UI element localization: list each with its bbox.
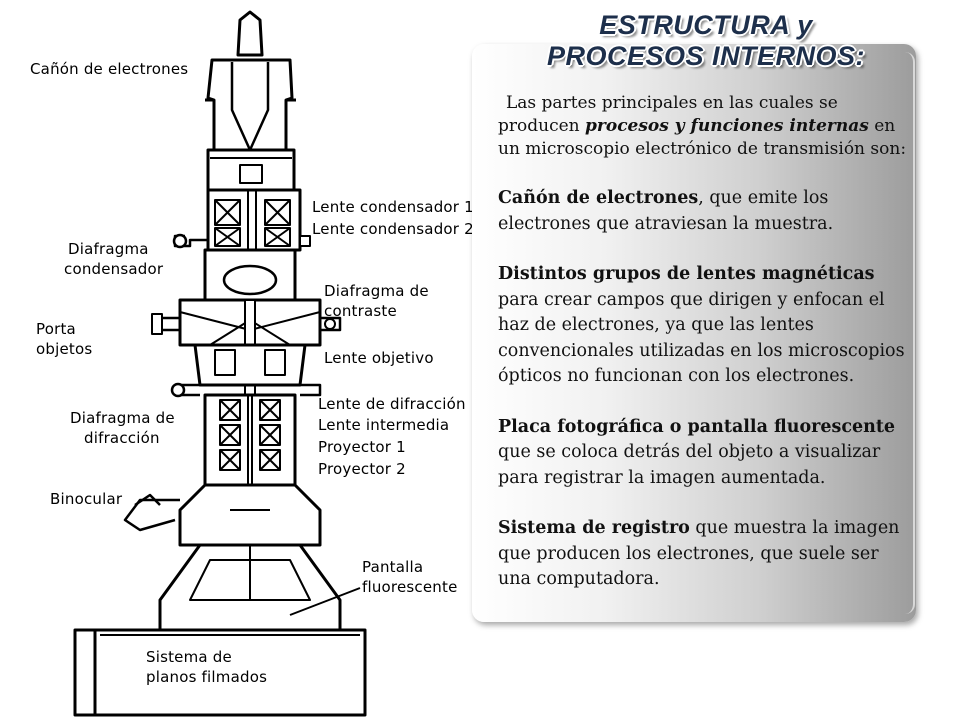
label-lente-cond-2: Lente condensador 2 — [312, 220, 474, 238]
electron-gun-tip — [236, 10, 264, 57]
label-diafragma-dif-2: difracción — [84, 429, 160, 447]
title-line-1: ESTRUCTURA y — [599, 10, 813, 40]
label-diafragma-contraste-1: Diafragma de — [324, 282, 429, 300]
label-diafragma-cond-2: condensador — [64, 260, 164, 278]
label-lente-cond-1: Lente condensador 1 — [312, 198, 474, 216]
label-diafragma-cond-1: Diafragma — [68, 240, 149, 258]
label-canon: Cañón de electrones — [30, 60, 189, 78]
label-pantalla-2: fluorescente — [362, 578, 458, 596]
label-sistema-2: planos filmados — [146, 668, 268, 686]
intro-paragraph: Las partes principales en las cuales se … — [498, 92, 910, 161]
item-term: Distintos grupos de lentes magnéticas — [498, 264, 875, 284]
item-description: , que emite los electrones que atraviesa… — [498, 188, 834, 234]
intro-part-1: Las partes principales en las cuales se … — [498, 93, 838, 136]
microscope-drawing — [73, 10, 367, 717]
viewing-chamber — [178, 483, 322, 547]
film-plane-system — [93, 628, 367, 717]
label-pantalla-1: Pantalla — [362, 558, 424, 576]
title-line-2: PROCESOS INTERNOS: — [546, 41, 866, 71]
item-description: que se coloca detrás del objeto a visual… — [498, 442, 881, 488]
text-panel — [472, 44, 916, 622]
item-sistema: Sistema de registro que muestra la image… — [498, 516, 910, 593]
label-sistema-1: Sistema de — [146, 648, 232, 666]
slide-title: ESTRUCTURA y PROCESOS INTERNOS: — [496, 10, 916, 72]
label-proyector-2: Proyector 2 — [318, 460, 406, 478]
label-porta-1: Porta — [36, 320, 76, 338]
item-description: que muestra la imagen que producen los e… — [498, 518, 900, 589]
intro-emphasis: procesos y funciones internas — [585, 116, 869, 136]
label-lente-difraccion: Lente de difracción — [318, 395, 466, 413]
electron-gun-housing — [206, 58, 294, 152]
binocular — [123, 498, 180, 532]
label-diafragma-dif-1: Diafragma de — [70, 409, 175, 427]
item-description: para crear campos que dirigen y enfocan … — [498, 289, 905, 387]
body-text: Las partes principales en las cuales se … — [498, 92, 910, 618]
label-diafragma-contraste-2: contraste — [324, 302, 397, 320]
item-term: Sistema de registro — [498, 518, 690, 538]
label-porta-2: objetos — [36, 340, 93, 358]
panel-edge — [905, 52, 915, 614]
item-placa: Placa fotográfica o pantalla fluorescent… — [498, 415, 910, 492]
projector-lens-stack — [203, 393, 297, 487]
label-binocular: Binocular — [50, 490, 123, 508]
label-lente-intermedia: Lente intermedia — [318, 416, 450, 434]
label-lente-objetivo: Lente objetivo — [324, 349, 434, 367]
item-canon: Cañón de electrones, que emite los elect… — [498, 186, 910, 237]
item-lentes: Distintos grupos de lentes magnéticas pa… — [498, 262, 910, 390]
item-term: Placa fotográfica o pantalla fluorescent… — [498, 416, 896, 437]
microscope-diagram: Cañón de electrones Lente condensador 1 … — [30, 10, 474, 717]
label-proyector-1: Proyector 1 — [318, 438, 406, 456]
item-term: Cañón de electrones — [498, 188, 699, 208]
intro-part-2: en un microscopio electrónico de transmi… — [498, 116, 907, 159]
